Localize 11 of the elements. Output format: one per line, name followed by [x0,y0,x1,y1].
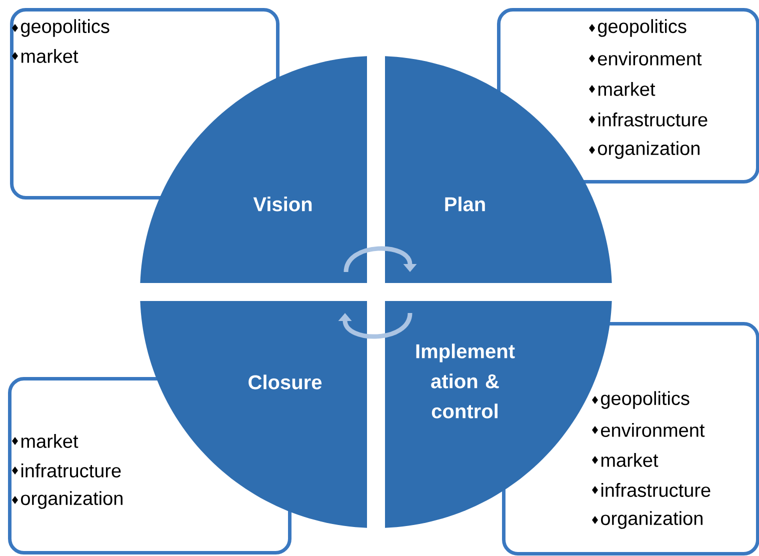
list-item: market [12,49,78,63]
list-item: market [12,434,78,448]
curved-arrow [338,312,412,339]
curved-arrow [344,246,417,272]
list-item: geopolitics [12,19,110,37]
quadrant: Vision [140,56,367,283]
list-item: geopolitics [589,19,686,37]
quadrant: Closure [140,301,367,528]
list-item: organization [12,491,122,509]
list-item: infratructure [12,464,121,478]
text-box [497,8,759,184]
